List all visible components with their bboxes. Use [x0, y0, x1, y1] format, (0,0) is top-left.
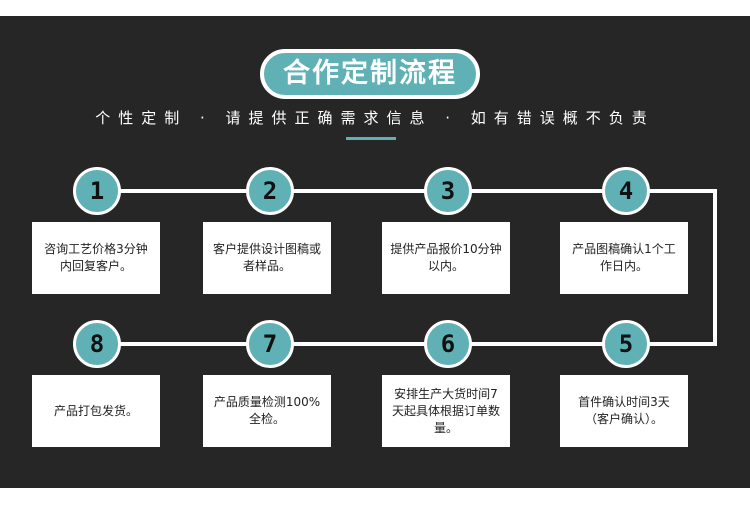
- process-panel: 合作定制流程 个性定制 · 请提供正确需求信息 · 如有错误概不负责 1 2 3…: [0, 16, 750, 488]
- step-1-description: 咨询工艺价格3分钟内回复客户。: [32, 222, 160, 294]
- step-2-description: 客户提供设计图稿或者样品。: [203, 222, 331, 294]
- step-4-description: 产品图稿确认1个工作日内。: [560, 222, 688, 294]
- step-8-marker: 8: [73, 320, 121, 368]
- page-title: 合作定制流程: [260, 49, 480, 99]
- step-5-description: 首件确认时间3天（客户确认）。: [560, 375, 688, 447]
- step-3-description: 提供产品报价10分钟以内。: [382, 222, 510, 294]
- step-3-marker: 3: [424, 167, 472, 215]
- step-1-marker: 1: [73, 167, 121, 215]
- step-8-description: 产品打包发货。: [32, 375, 160, 447]
- step-2-marker: 2: [246, 167, 294, 215]
- title-underline: [346, 137, 396, 140]
- subtitle: 个性定制 · 请提供正确需求信息 · 如有错误概不负责: [95, 109, 655, 127]
- connector-right: [713, 189, 717, 346]
- step-6-marker: 6: [424, 320, 472, 368]
- step-7-marker: 7: [246, 320, 294, 368]
- step-6-description: 安排生产大货时间7天起具体根据订单数量。: [382, 375, 510, 447]
- connector-bottom: [97, 342, 717, 346]
- connector-top: [97, 189, 717, 193]
- step-5-marker: 5: [602, 320, 650, 368]
- step-7-description: 产品质量检测100%全检。: [203, 375, 331, 447]
- step-4-marker: 4: [602, 167, 650, 215]
